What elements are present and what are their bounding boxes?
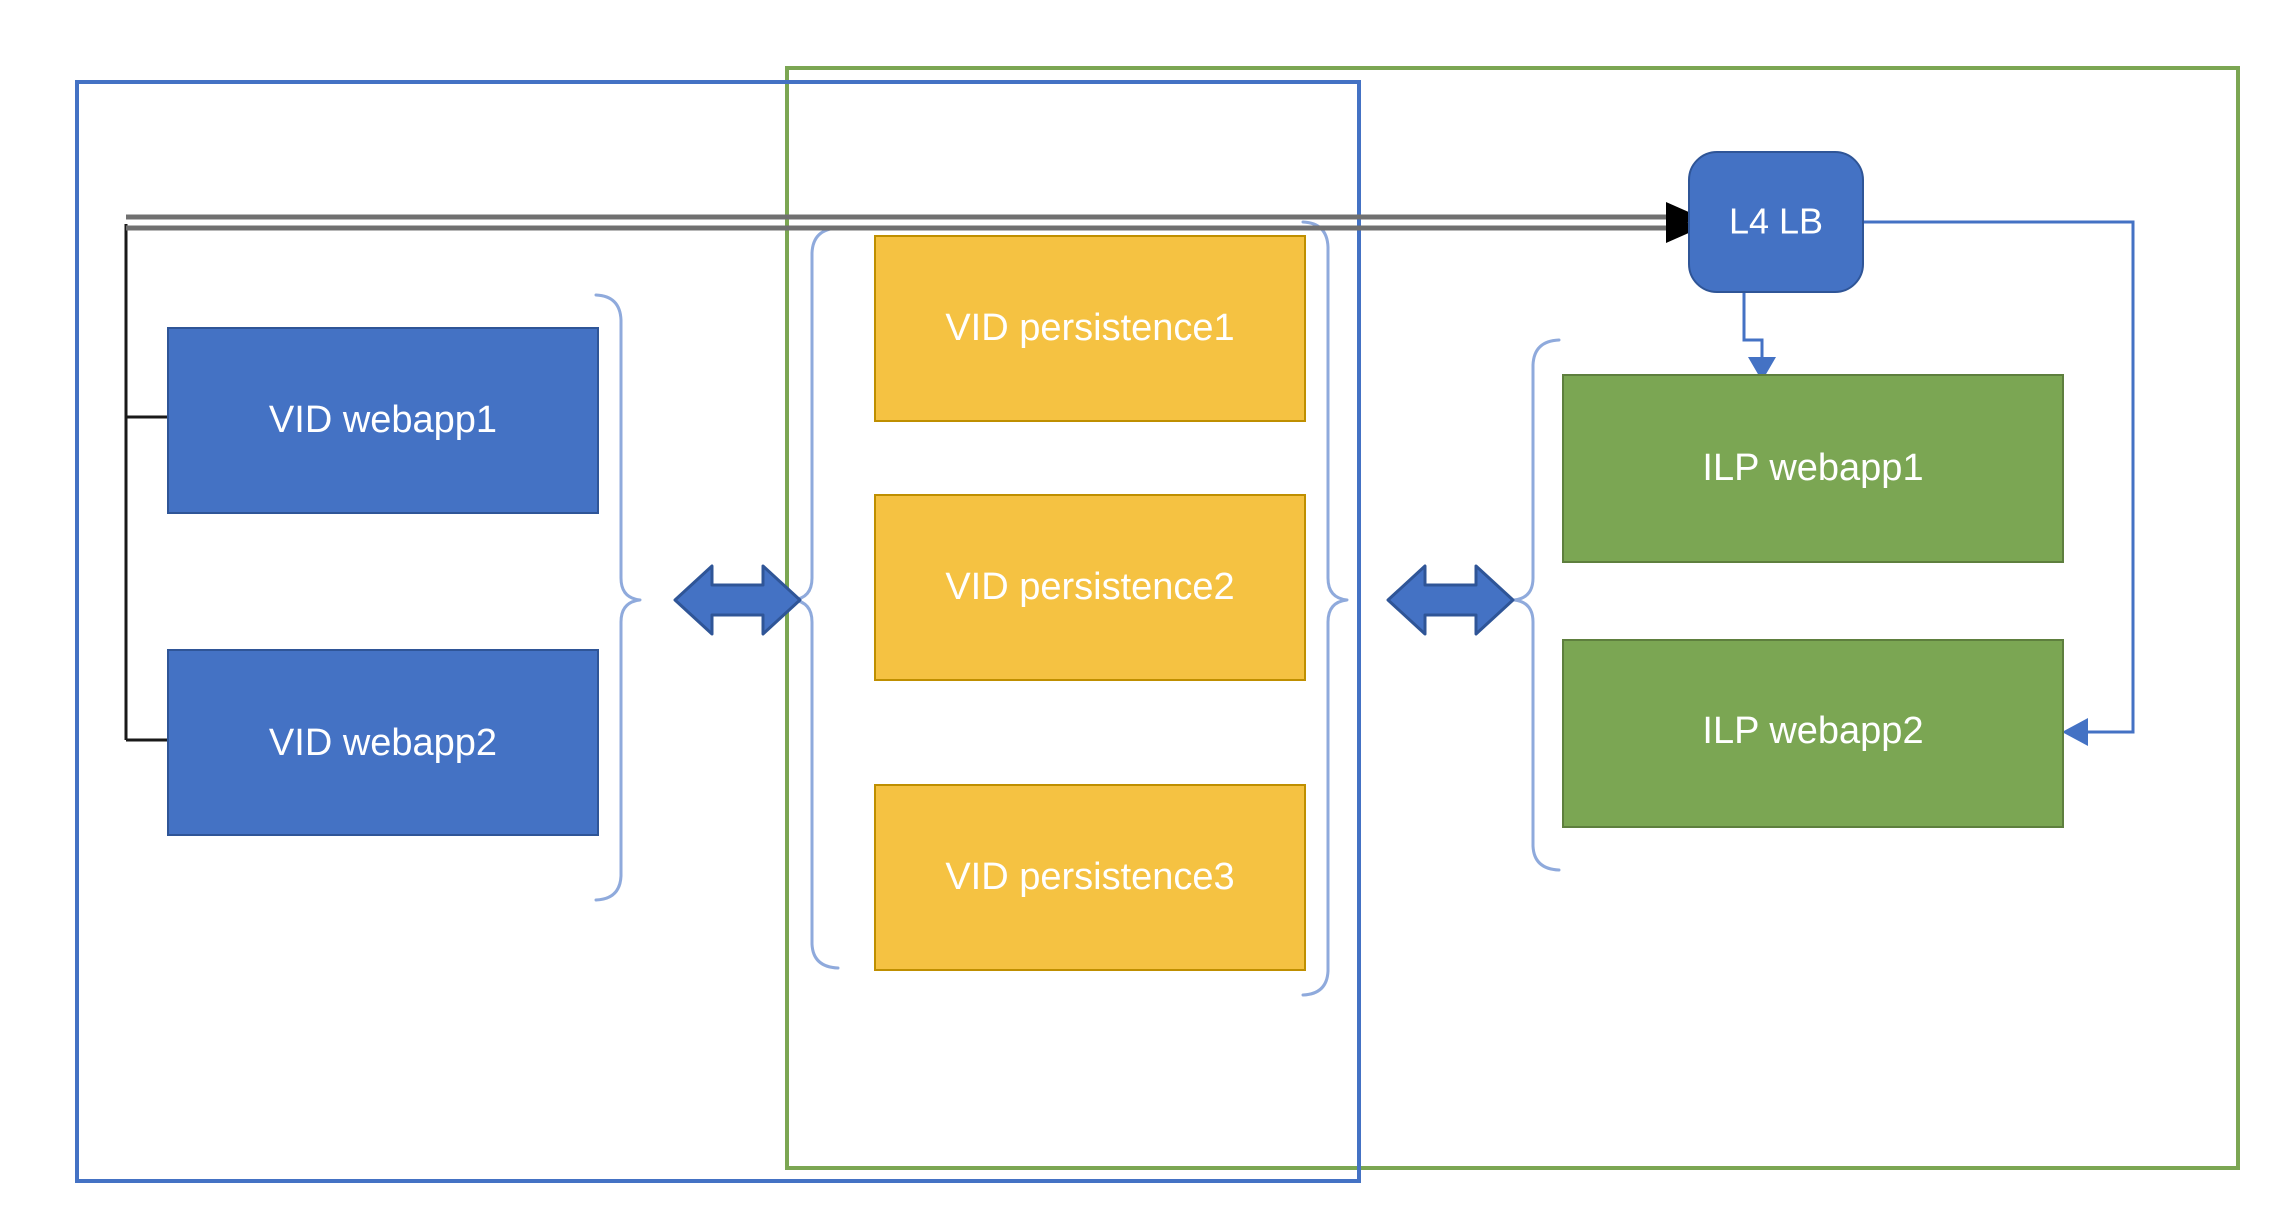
- group-nodes: VID webapp1 VID webapp2 VID persistence1…: [167, 151, 2064, 971]
- brace-vid-webapps: [594, 293, 642, 902]
- vid-persistence1-box[interactable]: [874, 235, 1306, 422]
- ilp-webapp2-box[interactable]: [1562, 639, 2064, 828]
- lb-to-ilp-webapp2-arrowhead: [2062, 718, 2088, 746]
- bidirectional-arrow-left[interactable]: [673, 564, 802, 636]
- node-vid-webapp2[interactable]: VID webapp2: [167, 649, 599, 836]
- vid-webapp2-box[interactable]: [167, 649, 599, 836]
- group-bidirectional-arrows: [673, 564, 1515, 636]
- zone-containers: [75, 66, 2240, 1183]
- vid-zone-container[interactable]: [75, 80, 1361, 1183]
- bidirectional-arrow-right[interactable]: [1386, 564, 1515, 636]
- node-ilp-webapp1[interactable]: ILP webapp1: [1562, 374, 2064, 563]
- node-vid-persistence1[interactable]: VID persistence1: [874, 235, 1306, 422]
- vid-webapp1-box[interactable]: [167, 327, 599, 514]
- ilp-webapp1-box[interactable]: [1562, 374, 2064, 563]
- node-vid-persistence3[interactable]: VID persistence3: [874, 784, 1306, 971]
- brace-vid-persistence-right: [1301, 220, 1349, 997]
- ingress-arrowhead-lower: [1666, 213, 1700, 243]
- node-ilp-webapp2[interactable]: ILP webapp2: [1562, 639, 2064, 828]
- node-vid-webapp1[interactable]: VID webapp1: [167, 327, 599, 514]
- lb-to-ilp-webapp1-line: [1742, 292, 1764, 360]
- lb-to-ilp-webapp2-line: [1863, 220, 2135, 734]
- vid-persistence2-box[interactable]: [874, 494, 1306, 681]
- node-l4-lb[interactable]: L4 LB: [1688, 151, 1864, 293]
- l4-lb-box[interactable]: [1688, 151, 1864, 293]
- vid-persistence3-box[interactable]: [874, 784, 1306, 971]
- ilp-zone-container[interactable]: [785, 66, 2240, 1170]
- node-vid-persistence2[interactable]: VID persistence2: [874, 494, 1306, 681]
- brace-ilp-webapps-left: [1512, 338, 1561, 872]
- group-connectors: [124, 202, 2135, 746]
- lb-to-ilp-webapp1-arrowhead: [1748, 357, 1776, 381]
